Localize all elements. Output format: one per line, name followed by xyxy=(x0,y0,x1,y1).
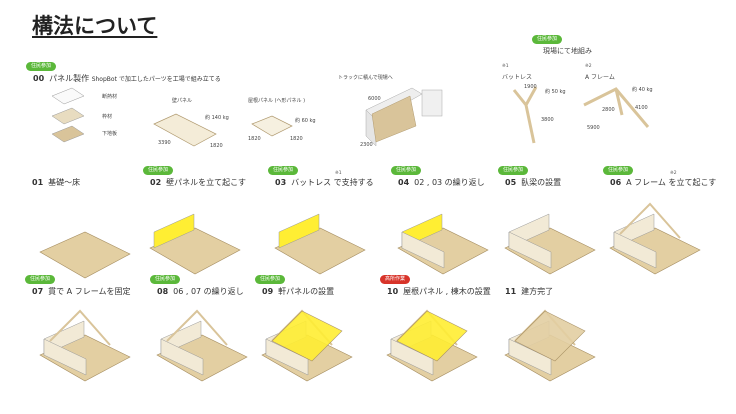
step-illustration xyxy=(39,309,131,382)
layer-label: 枠材 xyxy=(102,114,113,120)
note: ※2 xyxy=(585,64,592,69)
step-num: 09 xyxy=(262,287,274,296)
weight: 約 50 kg xyxy=(545,89,566,95)
step-num: 00 xyxy=(33,74,45,83)
step-num: 01 xyxy=(32,178,44,187)
panel-layers-illustration xyxy=(51,87,85,143)
step-num: 11 xyxy=(505,287,517,296)
layer-label: 断熱材 xyxy=(102,94,118,100)
step-label: 屋根パネル , 棟木の設置 xyxy=(403,287,491,296)
page-title: 構法について xyxy=(32,14,158,38)
step-label: 基礎〜床 xyxy=(48,178,81,187)
step-illustration xyxy=(274,213,366,275)
resident-badge: 住民参加 xyxy=(268,166,299,175)
dim: 1820 xyxy=(290,136,303,142)
layer-label: 下地板 xyxy=(102,131,118,137)
buttress-label: バットレス xyxy=(502,74,533,81)
step-num: 08 xyxy=(157,287,169,296)
roof-panel-illustration xyxy=(251,115,293,137)
step-label: パネル製作 xyxy=(49,74,90,83)
aframe-illustration xyxy=(583,87,650,128)
step-07: 07 貫で A フレームを固定 xyxy=(32,286,130,297)
step-08: 08 06 , 07 の繰り返し xyxy=(157,286,244,297)
resident-badge: 住民参加 xyxy=(255,275,286,284)
step-label: A フレーム を立て起こす xyxy=(626,178,717,187)
step-num: 10 xyxy=(387,287,399,296)
resident-badge: 住民参加 xyxy=(25,275,56,284)
step-illustration xyxy=(609,202,701,275)
step-label: 壁パネルを立て起こす xyxy=(166,178,246,187)
step-06: 06 A フレーム を立て起こす xyxy=(610,177,716,188)
step-04: 04 02 , 03 の繰り返し xyxy=(398,177,485,188)
step-label: 貫で A フレームを固定 xyxy=(48,287,131,296)
resident-badge: 住民参加 xyxy=(603,166,634,175)
resident-badge: 住民参加 xyxy=(532,35,563,44)
dim: 2800 xyxy=(602,107,615,113)
step-label: バットレス で支持する xyxy=(291,178,374,187)
step-03: 03 バットレス で支持する xyxy=(275,177,374,188)
step-num: 02 xyxy=(150,178,162,187)
step-illustration xyxy=(504,309,596,382)
step-11: 11 建方完了 xyxy=(505,286,553,297)
height-work-badge: 高所作業 xyxy=(380,275,411,284)
step-desc: ShopBot で加工したパーツを工場で組み立てる xyxy=(91,76,221,83)
resident-badge: 住民参加 xyxy=(26,62,57,71)
resident-badge: 住民参加 xyxy=(150,275,181,284)
step-illustration xyxy=(261,309,353,382)
ground-assembly-label: 現場にて地組み xyxy=(543,47,592,55)
step-label: 06 , 07 の繰り返し xyxy=(173,287,244,296)
step-num: 07 xyxy=(32,287,44,296)
dim: 1820 xyxy=(210,143,223,149)
step-illustration xyxy=(149,213,241,275)
step-num: 03 xyxy=(275,178,287,187)
roof-panel-weight: 約 60 kg xyxy=(295,118,316,124)
dim: 6000 xyxy=(368,96,381,102)
dim: 1820 xyxy=(248,136,261,142)
note: ※2 xyxy=(670,171,677,176)
step-illustration xyxy=(397,213,489,275)
truck-label: トラックに積んで現場へ xyxy=(338,75,393,81)
dim: 2300 xyxy=(360,142,373,148)
step-01: 01 基礎〜床 xyxy=(32,177,80,188)
aframe-label: A フレーム xyxy=(585,74,615,81)
roof-panel-label: 屋根パネル (ヘ形パネル ) xyxy=(248,98,306,104)
step-illustration xyxy=(39,231,131,279)
truck-illustration xyxy=(365,87,443,147)
wall-panel-illustration xyxy=(153,113,217,147)
step-label: 02 , 03 の繰り返し xyxy=(414,178,485,187)
step-09: 09 軒パネルの設置 xyxy=(262,286,334,297)
note: ※1 xyxy=(335,171,342,176)
resident-badge: 住民参加 xyxy=(498,166,529,175)
dim: 3390 xyxy=(158,140,171,146)
step-illustration xyxy=(156,309,248,382)
buttress-illustration xyxy=(512,86,538,144)
step-label: 臥梁の設置 xyxy=(521,178,562,187)
resident-badge: 住民参加 xyxy=(391,166,422,175)
resident-badge: 住民参加 xyxy=(143,166,174,175)
dim: 4100 xyxy=(635,105,648,111)
dim: 3800 xyxy=(541,117,554,123)
step-illustration xyxy=(386,309,478,382)
wall-panel-label: 壁パネル xyxy=(172,98,193,104)
wall-panel-weight: 約 140 kg xyxy=(205,115,229,121)
step-num: 06 xyxy=(610,178,622,187)
step-label: 建方完了 xyxy=(521,287,554,296)
step-00: 00 パネル製作 ShopBot で加工したパーツを工場で組み立てる xyxy=(33,73,221,84)
step-10: 10 屋根パネル , 棟木の設置 xyxy=(387,286,491,297)
step-illustration xyxy=(504,213,596,275)
dim: 5900 xyxy=(587,125,600,131)
step-02: 02 壁パネルを立て起こす xyxy=(150,177,246,188)
step-num: 05 xyxy=(505,178,517,187)
step-label: 軒パネルの設置 xyxy=(278,287,335,296)
step-05: 05 臥梁の設置 xyxy=(505,177,561,188)
dim: 1900 xyxy=(524,84,537,90)
note: ※1 xyxy=(502,64,509,69)
step-num: 04 xyxy=(398,178,410,187)
weight: 約 40 kg xyxy=(632,87,653,93)
